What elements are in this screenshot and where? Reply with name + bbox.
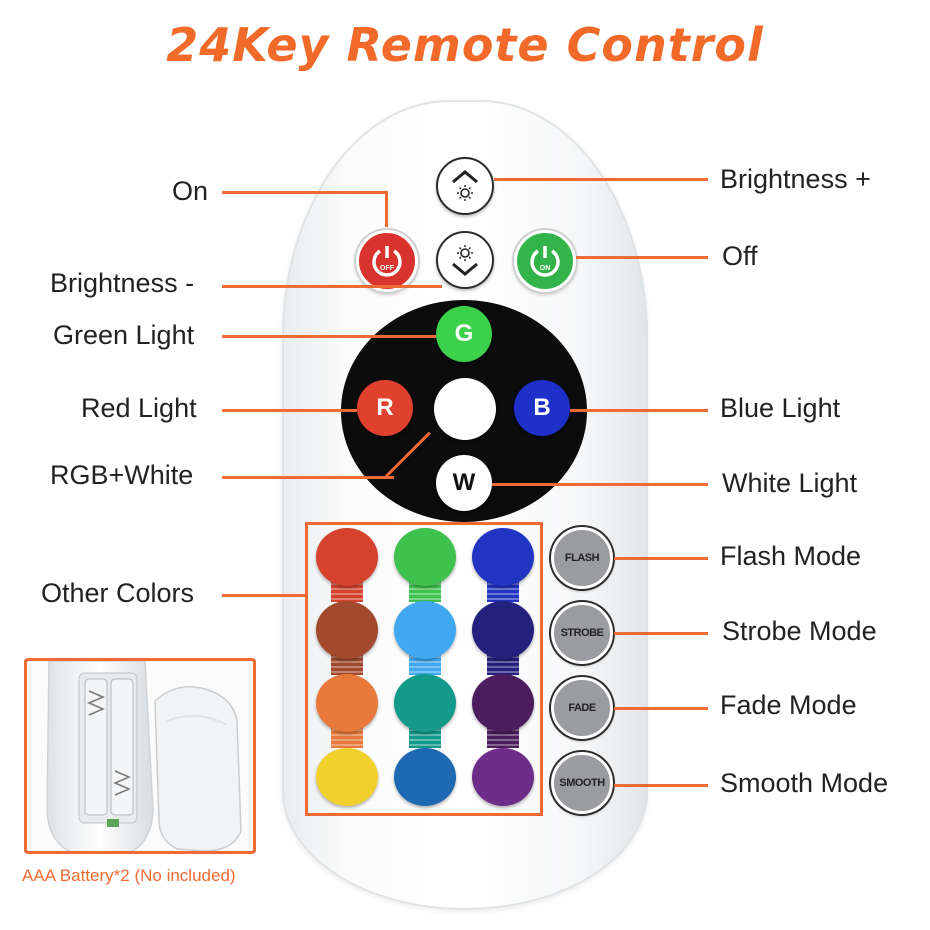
callout-line-strobe [614,632,708,635]
blue-button-label: B [533,394,551,421]
label-flash-mode: Flash Mode [720,541,862,571]
callout-line-brightness-plus [494,178,708,181]
callout-line-fade [614,707,708,710]
red-button-label: R [376,394,394,421]
swatch-stripe [409,726,441,748]
power-icon: ON [530,246,560,277]
flash-mode-button[interactable]: FLASH [551,527,613,589]
label-strobe-mode: Strobe Mode [722,616,877,646]
callout-line-rgb-white [222,476,394,479]
color-swatch[interactable] [472,674,534,732]
green-button-label: G [454,320,474,347]
red-button[interactable]: R [357,380,413,436]
callout-line-flash [614,557,708,560]
strobe-mode-button[interactable]: STROBE [551,602,613,664]
swatch-stripe [487,580,519,602]
label-brightness-minus: Brightness - [50,268,195,298]
callout-line-on [222,191,387,194]
battery-caption: AAA Battery*2 (No included) [22,866,236,885]
fade-mode-text: FADE [568,702,596,714]
color-swatch[interactable] [316,601,378,659]
callout-line-smooth [614,784,708,787]
color-swatch[interactable] [394,674,456,732]
green-button[interactable]: G [436,306,492,362]
callout-line-white [492,483,708,486]
label-fade-mode: Fade Mode [720,690,857,720]
sun-arrow-up-icon [452,170,478,201]
color-swatch[interactable] [394,748,456,806]
brightness-up-button[interactable] [436,157,494,215]
color-swatch[interactable] [472,601,534,659]
smooth-mode-button[interactable]: SMOOTH [551,752,613,814]
strobe-mode-text: STROBE [560,627,604,639]
white-button[interactable]: W [436,455,492,511]
white-button-label: W [452,469,476,496]
power-off-button[interactable]: OFF [356,230,418,292]
battery-photo [24,658,256,854]
sun-arrow-down-icon [452,245,478,276]
label-red-light: Red Light [81,393,197,423]
swatch-stripe [331,726,363,748]
other-colors-box [305,522,543,816]
fade-mode-button[interactable]: FADE [551,677,613,739]
swatch-stripe [487,653,519,675]
brightness-down-button[interactable] [436,231,494,289]
callout-line-red [222,409,357,412]
blue-button[interactable]: B [514,380,570,436]
color-swatch[interactable] [472,748,534,806]
label-on: On [172,176,209,206]
label-smooth-mode: Smooth Mode [720,768,889,798]
battery-compartment-illustration [46,661,242,851]
callout-line-blue [570,409,708,412]
label-off: Off [722,241,758,271]
rgb-white-button[interactable] [434,378,496,440]
flash-mode-text: FLASH [564,552,600,564]
callout-line-brightness-minus [222,285,442,288]
power-on-button[interactable]: ON [514,230,576,292]
label-white-light: White Light [722,468,858,498]
color-swatch[interactable] [394,601,456,659]
label-rgb-white: RGB+White [50,460,194,490]
label-brightness-plus: Brightness + [720,164,871,194]
on-button-text: ON [540,265,551,272]
color-swatch[interactable] [472,528,534,586]
label-blue-light: Blue Light [720,393,841,423]
swatch-stripe [331,653,363,675]
callout-line-green [222,335,436,338]
callout-line-off [576,256,708,259]
label-other-colors: Other Colors [41,578,195,608]
swatch-stripe [409,653,441,675]
color-swatch[interactable] [316,748,378,806]
swatch-stripe [409,580,441,602]
callout-line-other-colors [222,594,305,597]
power-icon: OFF [372,246,402,277]
color-swatch[interactable] [394,528,456,586]
off-button-text: OFF [380,265,395,272]
page-title: 24Key Remote Control [166,18,764,72]
color-swatch[interactable] [316,528,378,586]
swatch-stripe [331,580,363,602]
smooth-mode-text: SMOOTH [559,777,605,789]
callout-line-on-down [385,191,388,227]
color-swatch[interactable] [316,674,378,732]
swatch-stripe [487,726,519,748]
label-green-light: Green Light [53,320,195,350]
